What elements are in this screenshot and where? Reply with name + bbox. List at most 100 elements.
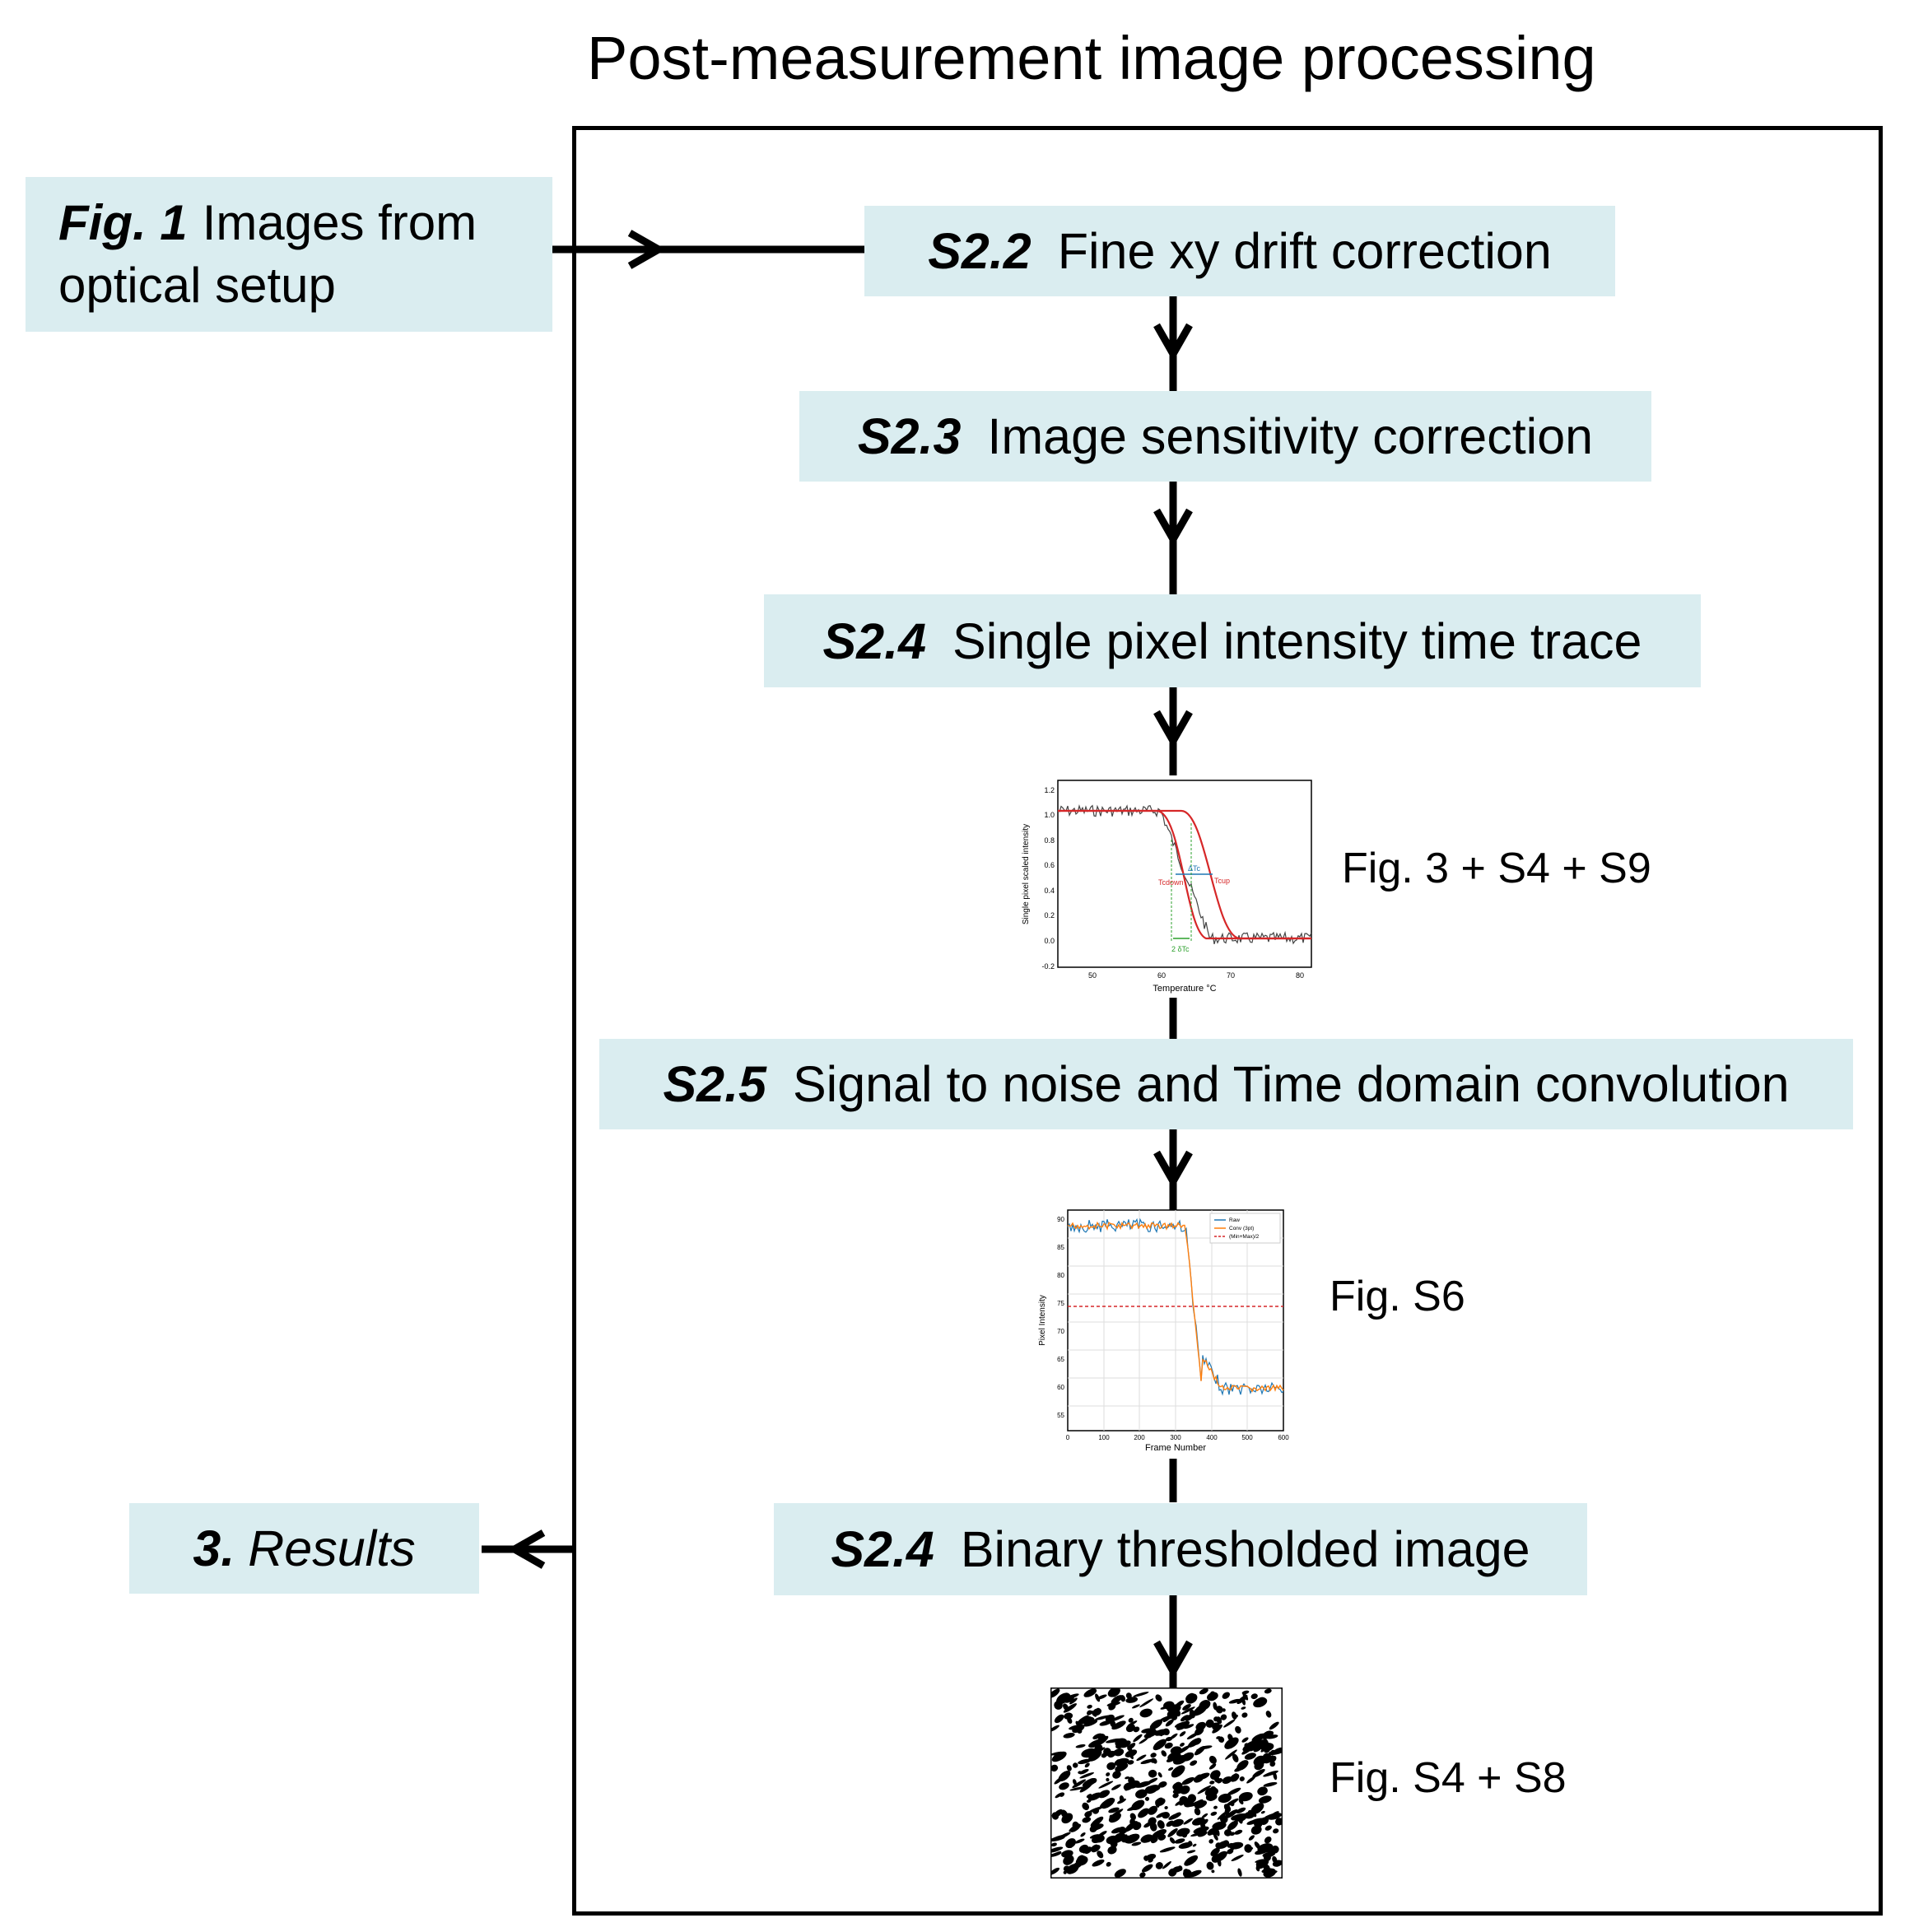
binary-blob [1083, 1846, 1092, 1854]
binary-blob [1251, 1818, 1265, 1823]
binary-blob [1138, 1808, 1150, 1818]
binary-blob [1187, 1738, 1201, 1748]
binary-blob [1248, 1835, 1255, 1841]
binary-blob [1238, 1791, 1253, 1802]
svg-text:50: 50 [1088, 971, 1097, 980]
binary-blob [1094, 1744, 1103, 1752]
plot2-legend-raw: Raw [1229, 1217, 1240, 1223]
binary-blob [1215, 1706, 1223, 1714]
svg-text:100: 100 [1098, 1434, 1110, 1441]
binary-blob [1222, 1708, 1226, 1712]
binary-blob [1259, 1758, 1269, 1764]
binary-blob [1207, 1692, 1218, 1702]
binary-blob [1115, 1834, 1128, 1843]
binary-blob [1197, 1785, 1212, 1795]
figure-caption-3: Fig. S4 + S8 [1330, 1754, 1567, 1802]
binary-blob [1239, 1776, 1245, 1781]
plot1-fit-up [1058, 809, 1311, 940]
plot2-conv-trace [1067, 1221, 1284, 1393]
binary-blob [1241, 1706, 1246, 1710]
svg-text:0.8: 0.8 [1044, 836, 1055, 845]
binary-blob [1054, 1714, 1064, 1724]
binary-blob [1176, 1720, 1190, 1730]
binary-blob [1156, 1812, 1167, 1818]
svg-text:75: 75 [1057, 1300, 1064, 1307]
binary-blob [1125, 1833, 1140, 1844]
binary-threshold-image [1050, 1688, 1283, 1878]
binary-blob [1139, 1872, 1146, 1878]
binary-blob [1097, 1851, 1104, 1859]
binary-blob [1069, 1725, 1083, 1730]
binary-blob [1050, 1688, 1060, 1698]
binary-blob [1131, 1799, 1145, 1811]
binary-blob [1188, 1869, 1202, 1878]
binary-blob [1252, 1769, 1265, 1778]
binary-blob [1272, 1860, 1283, 1867]
svg-text:60: 60 [1057, 1384, 1064, 1391]
binary-blob [1101, 1798, 1115, 1809]
plot1-tdown-label: Tcdown [1158, 878, 1184, 887]
binary-blob [1234, 1829, 1243, 1835]
binary-blob [1180, 1742, 1185, 1747]
binary-blob [1092, 1808, 1100, 1814]
binary-blob [1173, 1754, 1187, 1765]
binary-blob [1141, 1864, 1153, 1873]
binary-blob [1193, 1826, 1209, 1834]
binary-blob [1200, 1818, 1208, 1826]
binary-blob [1141, 1728, 1153, 1734]
plot2-legend-conv: Conv (3pt) [1229, 1226, 1254, 1231]
binary-blob [1255, 1859, 1264, 1863]
figure-caption-1: Fig. 3 + S4 + S9 [1342, 845, 1651, 892]
svg-text:0: 0 [1066, 1434, 1070, 1441]
output-box: 3.Results [129, 1503, 479, 1594]
binary-blob [1078, 1758, 1092, 1765]
binary-blob [1094, 1715, 1111, 1720]
binary-blob [1075, 1744, 1086, 1748]
binary-blob [1147, 1777, 1158, 1785]
binary-blob [1171, 1765, 1185, 1778]
binary-blob [1241, 1712, 1248, 1718]
binary-blob [1181, 1706, 1195, 1715]
binary-blob [1241, 1737, 1249, 1743]
svg-text:60: 60 [1157, 971, 1166, 980]
svg-text:200: 200 [1134, 1434, 1145, 1441]
svg-text:600: 600 [1278, 1434, 1289, 1441]
binary-blob [1106, 1861, 1111, 1867]
binary-blob [1091, 1834, 1104, 1844]
binary-blob [1222, 1840, 1230, 1846]
binary-blob [1208, 1755, 1217, 1764]
processing-frame [572, 126, 1883, 1916]
binary-blob [1131, 1841, 1142, 1846]
binary-blob [1050, 1836, 1065, 1841]
binary-blob [1206, 1861, 1214, 1870]
binary-blob [1189, 1709, 1196, 1719]
svg-text:400: 400 [1206, 1434, 1218, 1441]
binary-blob [1210, 1847, 1220, 1856]
binary-blob [1148, 1769, 1157, 1778]
binary-blob [1184, 1855, 1199, 1866]
binary-blob [1174, 1838, 1185, 1844]
svg-text:-0.2: -0.2 [1041, 962, 1055, 971]
binary-blob [1162, 1861, 1171, 1869]
binary-blob [1111, 1692, 1117, 1697]
binary-blob [1270, 1845, 1279, 1854]
binary-blob [1155, 1862, 1163, 1869]
binary-blob [1199, 1688, 1208, 1695]
binary-blob [1181, 1715, 1190, 1722]
binary-blob [1139, 1737, 1148, 1744]
binary-blob [1119, 1795, 1125, 1803]
binary-blob [1090, 1816, 1104, 1827]
binary-blob [1268, 1811, 1279, 1820]
binary-blob [1083, 1716, 1095, 1725]
binary-blob [1114, 1869, 1126, 1878]
binary-blob [1054, 1701, 1063, 1710]
binary-blob [1127, 1760, 1134, 1765]
hysteresis-plot: 1.2 1.0 0.8 0.6 0.4 0.2 0.0 -0.2 50 60 7… [1022, 780, 1312, 994]
binary-blob [1212, 1821, 1227, 1831]
binary-blob [1050, 1867, 1060, 1875]
binary-blob [1092, 1733, 1102, 1739]
binary-blob [1125, 1776, 1130, 1780]
binary-blob [1227, 1787, 1241, 1795]
